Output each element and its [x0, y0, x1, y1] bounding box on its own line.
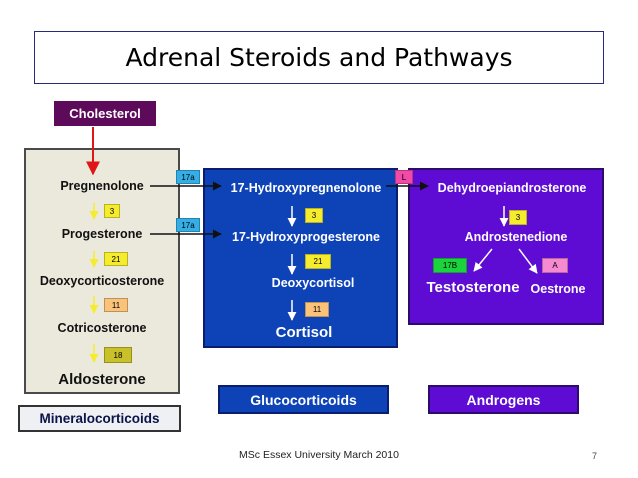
glucocorticoid-panel: [203, 168, 398, 348]
mineralocorticoid-panel: [24, 148, 180, 394]
enzyme-tag-l: L: [395, 170, 413, 184]
enzyme-tag-21: 21: [104, 252, 128, 266]
enzyme-tag-3: 3: [509, 210, 527, 225]
step-deoxycorticosterone: Deoxycorticosterone: [39, 274, 165, 288]
enzyme-tag-17b: 17B: [433, 258, 467, 273]
step-17-hydroxypregnenolone: 17-Hydroxypregnenolone: [230, 181, 382, 195]
enzyme-tag-11: 11: [104, 298, 128, 312]
step-17-hydroxyprogesterone: 17-Hydroxyprogesterone: [232, 230, 380, 244]
step-progesterone: Progesterone: [61, 227, 143, 241]
glucocorticoids-label: Glucocorticoids: [218, 385, 389, 414]
enzyme-tag-18: 18: [104, 347, 132, 363]
mineralocorticoids-label: Mineralocorticoids: [18, 405, 181, 432]
enzyme-tag-a: A: [542, 258, 568, 273]
step-pregnenolone: Pregnenolone: [60, 179, 144, 193]
step-oestrone: Oestrone: [530, 282, 586, 296]
step-testosterone: Testosterone: [426, 279, 520, 296]
enzyme-tag-3: 3: [104, 204, 120, 218]
androgen-panel: [408, 168, 604, 325]
cholesterol-node: Cholesterol: [54, 101, 156, 126]
enzyme-tag-11: 11: [305, 302, 329, 317]
step-aldosterone: Aldosterone: [58, 371, 146, 388]
androgens-label: Androgens: [428, 385, 579, 414]
enzyme-tag-3: 3: [305, 208, 323, 223]
page-number: 7: [592, 451, 598, 461]
step-dehydroepiandrosterone: Dehydroepiandrosterone: [437, 181, 587, 195]
enzyme-tag-17a: 17a: [176, 170, 200, 184]
step-cotricosterone: Cotricosterone: [57, 321, 147, 335]
enzyme-tag-17a: 17a: [176, 218, 200, 232]
step-cortisol: Cortisol: [275, 324, 333, 341]
footer-text: MSc Essex University March 2010: [239, 449, 399, 461]
slide-title-box: Adrenal Steroids and Pathways: [34, 31, 604, 84]
slide-title: Adrenal Steroids and Pathways: [125, 43, 513, 72]
step-androstenedione: Androstenedione: [464, 230, 568, 244]
enzyme-tag-21: 21: [305, 254, 331, 269]
step-deoxycortisol: Deoxycortisol: [271, 276, 355, 290]
